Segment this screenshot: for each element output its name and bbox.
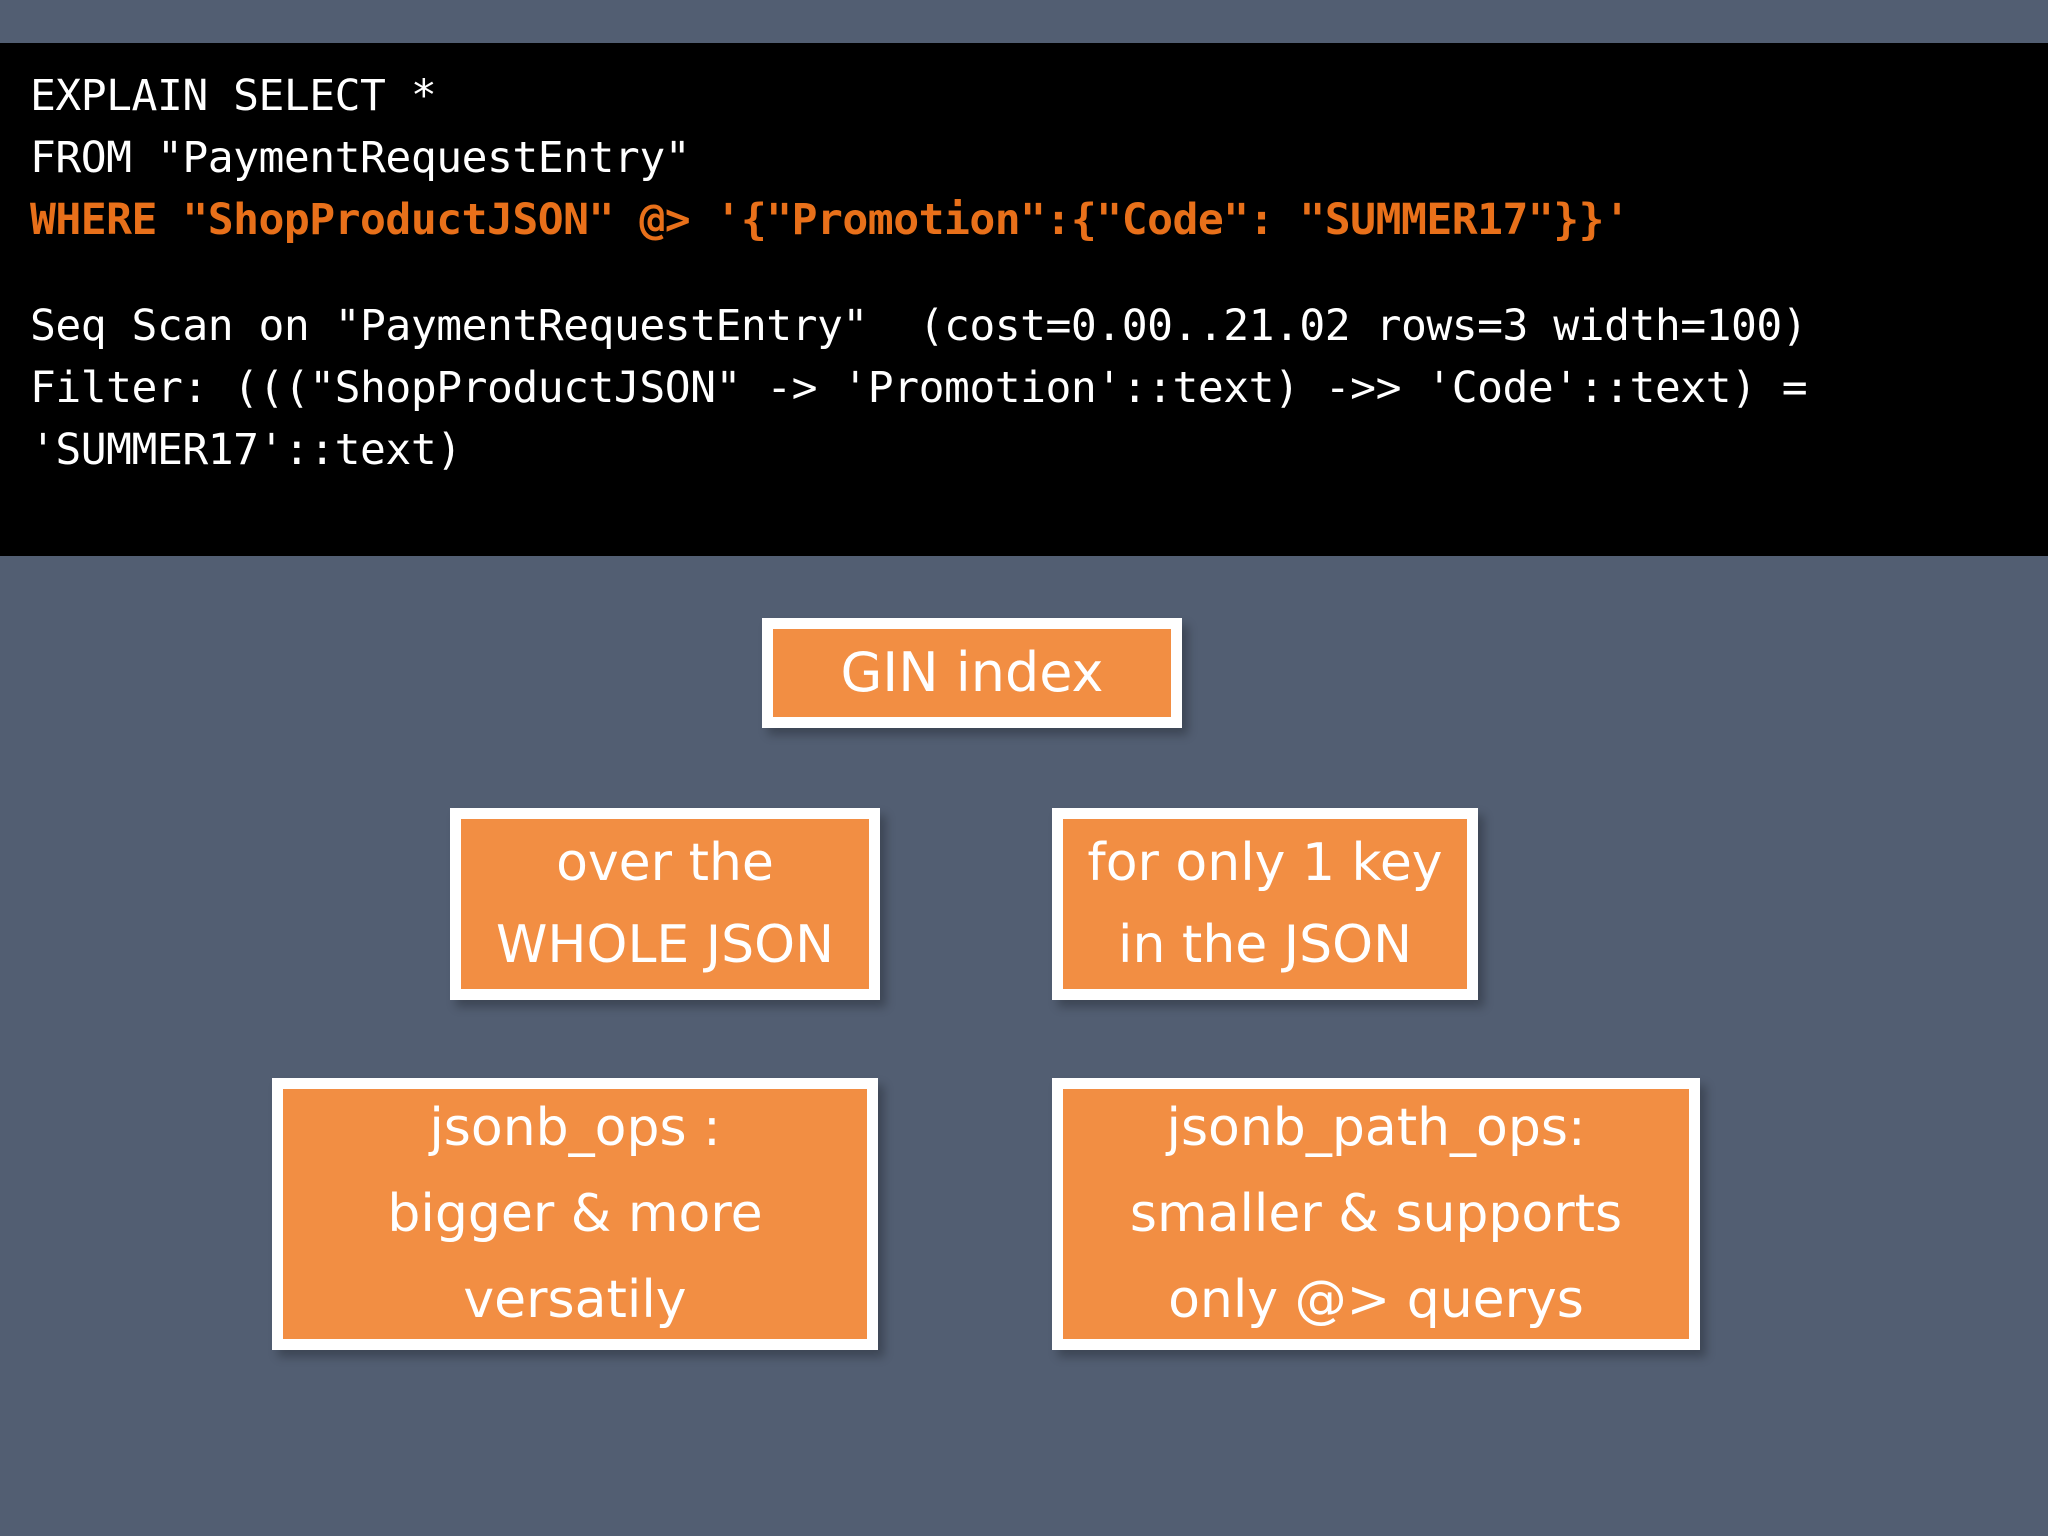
gin-index-diagram: GIN index over the WHOLE JSON for only 1… xyxy=(0,513,2048,1536)
node-jsonb-path-ops-line-1: jsonb_path_ops: xyxy=(1166,1098,1586,1158)
node-for-only-1-key-line-1: for only 1 key xyxy=(1087,833,1443,893)
code-line-explain-select: EXPLAIN SELECT * xyxy=(30,71,437,121)
node-for-only-1-key-in-the-json: for only 1 key in the JSON xyxy=(1052,808,1478,1000)
sql-explain-code-block: EXPLAIN SELECT * FROM "PaymentRequestEntr… xyxy=(0,43,2048,556)
node-over-the-whole-json: over the WHOLE JSON xyxy=(450,808,880,1000)
code-line-where: WHERE "ShopProductJSON" @> '{"Promotion"… xyxy=(30,195,1630,245)
node-jsonb-ops-line-1: jsonb_ops : xyxy=(429,1098,721,1158)
node-jsonb-path-ops: jsonb_path_ops: smaller & supports only … xyxy=(1052,1078,1700,1350)
code-line-from: FROM "PaymentRequestEntry" xyxy=(30,133,691,183)
code-line-spacer xyxy=(30,251,2048,295)
node-jsonb-ops-line-3: versatily xyxy=(463,1270,687,1330)
node-over-the-whole-json-line-2: WHOLE JSON xyxy=(496,915,834,975)
code-line-filter: Filter: ((("ShopProductJSON" -> 'Promoti… xyxy=(30,363,1808,413)
node-jsonb-path-ops-line-3: only @> querys xyxy=(1168,1270,1584,1330)
node-jsonb-ops: jsonb_ops : bigger & more versatily xyxy=(272,1078,878,1350)
code-line-seq-scan: Seq Scan on "PaymentRequestEntry" (cost=… xyxy=(30,301,1808,351)
node-jsonb-path-ops-line-2: smaller & supports xyxy=(1129,1184,1623,1244)
node-gin-index-label: GIN index xyxy=(840,641,1104,704)
node-jsonb-ops-line-2: bigger & more xyxy=(387,1184,763,1244)
node-gin-index: GIN index xyxy=(762,618,1182,728)
node-for-only-1-key-line-2: in the JSON xyxy=(1118,915,1412,975)
code-line-filter-continued: 'SUMMER17'::text) xyxy=(30,425,462,475)
node-over-the-whole-json-line-1: over the xyxy=(556,833,774,893)
